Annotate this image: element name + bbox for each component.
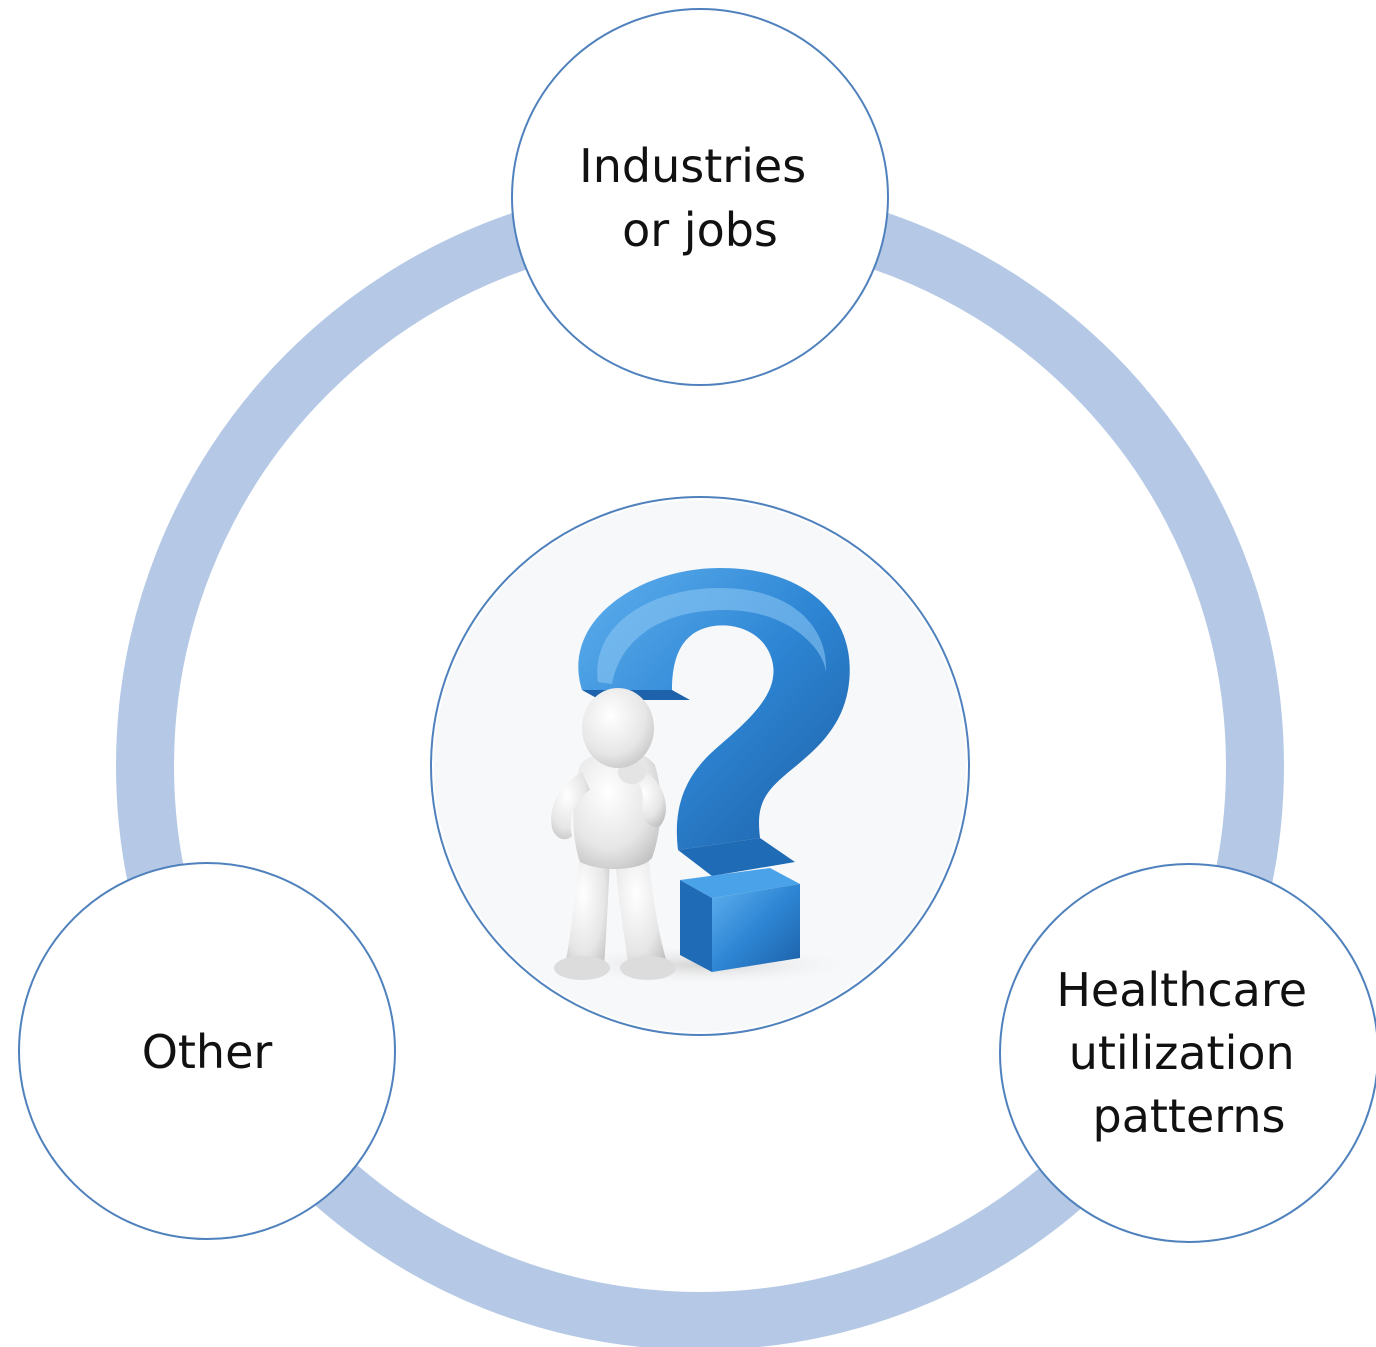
node-industries-line-1: Industries [579, 139, 806, 193]
center-node [430, 496, 970, 1036]
node-industries-circle [511, 8, 889, 386]
node-healthcare-line-3: patterns [1093, 1089, 1286, 1143]
svg-text:Healthcare utilization: Healthcare utilization patterns [1056, 963, 1321, 1143]
node-other: Other [18, 862, 396, 1240]
node-other-line-1: Other [142, 1025, 273, 1079]
person-with-question-mark-icon [434, 500, 966, 1032]
node-other-circle [18, 862, 396, 1240]
node-healthcare-line-2: utilization [1069, 1026, 1295, 1080]
svg-text:Industries or jobs: Industries or jobs [579, 139, 821, 257]
node-healthcare-line-1: Healthcare [1056, 963, 1307, 1017]
svg-text:Other: Other [142, 1025, 273, 1079]
node-industries: Industries or jobs [511, 8, 889, 386]
node-healthcare-circle [999, 863, 1376, 1243]
node-industries-line-2: or jobs [622, 203, 778, 257]
node-healthcare: Healthcare utilization patterns [999, 863, 1376, 1243]
